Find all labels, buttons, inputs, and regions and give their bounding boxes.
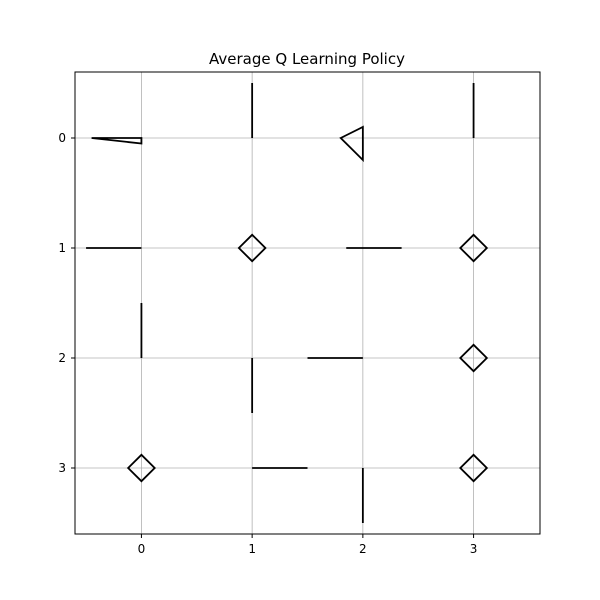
policy-glyph-diamond-r3-c3 xyxy=(459,453,489,483)
x-tick-label-1: 1 xyxy=(248,542,256,556)
plot-frame xyxy=(74,71,541,535)
y-tick-label-1: 1 xyxy=(58,241,66,255)
x-tick-label-2: 2 xyxy=(359,542,367,556)
x-tick-label-3: 3 xyxy=(470,542,478,556)
axis-ticks: 0 1 2 3 0 1 2 3 xyxy=(58,131,477,556)
chart-title: Average Q Learning Policy xyxy=(209,50,405,68)
policy-glyph-diamond-r2-c3 xyxy=(459,343,489,373)
policy-glyph-diamond-r1-c3 xyxy=(459,233,489,263)
policy-glyph-diamond-r3-c0 xyxy=(126,453,156,483)
policy-marks xyxy=(86,83,489,523)
y-tick-label-3: 3 xyxy=(58,461,66,475)
policy-glyph-triangle-r0-c2 xyxy=(339,125,364,163)
y-tick-label-2: 2 xyxy=(58,351,66,365)
policy-glyph-diamond-r1-c1 xyxy=(237,233,267,263)
y-tick-label-0: 0 xyxy=(58,131,66,145)
policy-glyph-triangle-r0-c0 xyxy=(91,137,143,145)
x-tick-label-0: 0 xyxy=(138,542,146,556)
grid xyxy=(75,72,540,534)
